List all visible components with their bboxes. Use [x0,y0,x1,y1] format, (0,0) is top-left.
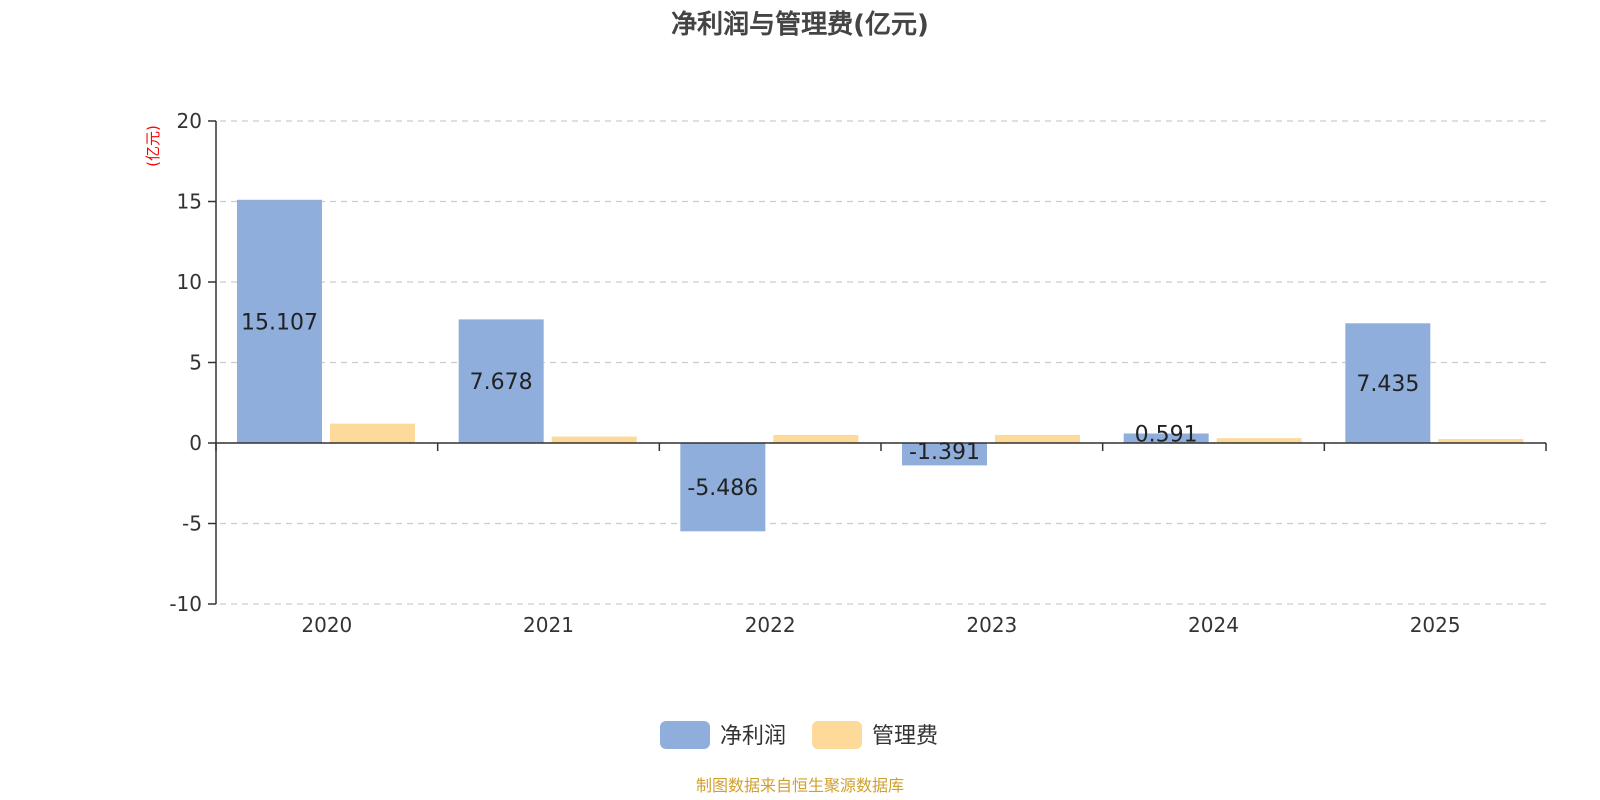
y-tick-label: 20 [177,109,202,133]
bar-data-label: 0.591 [1135,422,1198,447]
bar-data-label: -1.391 [909,440,980,465]
bar-net-profit[interactable] [1345,323,1431,443]
bar-admin-expense[interactable] [330,423,415,443]
bar-net-profit[interactable] [237,199,322,443]
x-tick-label: 2024 [1188,613,1239,637]
y-axis-label: (亿元) [144,125,162,167]
x-tick-label: 2023 [966,613,1017,637]
bar-admin-expense[interactable] [1216,438,1302,443]
bar-net-profit[interactable] [902,443,987,466]
bar-data-label: -5.486 [687,476,758,501]
bar-data-label: 7.678 [470,370,533,395]
legend[interactable]: 净利润 管理费 [660,721,938,749]
bar-admin-expense[interactable] [551,436,637,443]
y-tick-label: 10 [177,270,202,294]
bar-net-profit[interactable] [680,443,766,532]
bar-admin-expense[interactable] [773,434,859,443]
legend-label[interactable]: 净利润 [720,724,786,749]
bar-data-label: 15.107 [241,310,318,335]
y-tick-label: -5 [182,512,202,536]
y-tick-label: 5 [189,351,202,375]
bar-net-profit[interactable] [458,319,544,443]
source-note: 制图数据来自恒生聚源数据库 [696,776,904,795]
bar-admin-expense[interactable] [995,434,1080,443]
x-tick-label: 2021 [523,613,574,637]
y-tick-label: 15 [177,190,202,214]
chart-title: 净利润与管理费(亿元) [671,9,929,40]
legend-swatch[interactable] [660,721,710,749]
data-labels: 15.107 7.678 -5.486 -1.391 0.591 7.435 [241,310,1419,501]
x-tick-label: 2025 [1410,613,1461,637]
x-tick-label: 2022 [745,613,796,637]
legend-swatch[interactable] [812,721,862,749]
bar-data-label: 7.435 [1356,372,1419,397]
axes: 20 15 10 5 0 -5 -10 2020 2021 2022 2023 2024 2025 [169,109,1547,637]
x-tick-label: 2020 [301,613,352,637]
bar-admin-expense[interactable] [1438,438,1524,443]
y-tick-label: 0 [189,431,202,455]
bars [237,199,1524,532]
legend-label[interactable]: 管理费 [872,724,938,749]
bar-net-profit[interactable] [1123,433,1209,443]
y-tick-label: -10 [169,592,202,616]
